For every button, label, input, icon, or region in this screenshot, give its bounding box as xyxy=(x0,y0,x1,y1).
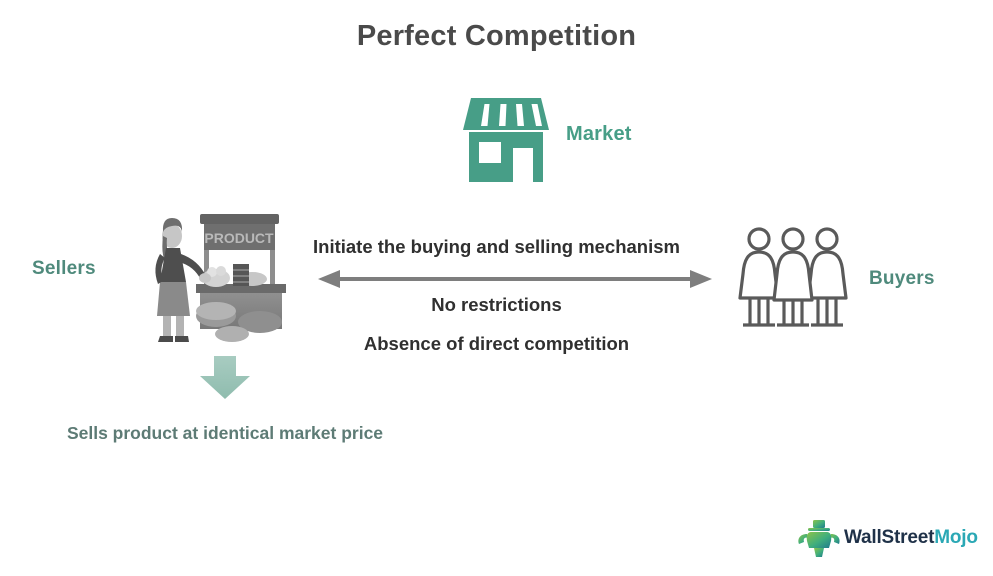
exchange-line-1: Initiate the buying and selling mechanis… xyxy=(313,236,680,257)
down-arrow-icon xyxy=(199,356,251,400)
sellers-label: Sellers xyxy=(32,258,96,279)
buyers-label: Buyers xyxy=(869,268,935,289)
page-title: Perfect Competition xyxy=(356,20,637,52)
seller-note: Sells product at identical market price xyxy=(66,423,384,443)
brand-name-part-1: WallStreet xyxy=(844,527,935,548)
market-label: Market xyxy=(566,123,632,145)
storefront-icon xyxy=(461,96,551,184)
brand-name-part-2: Mojo xyxy=(934,527,978,548)
exchange-line-3: Absence of direct competition xyxy=(363,333,630,354)
wallstreetmojo-bull-icon xyxy=(797,517,841,559)
stall-sign-text: PRODUCT xyxy=(204,230,274,246)
exchange-line-2: No restrictions xyxy=(431,294,562,315)
double-headed-arrow-icon xyxy=(318,266,712,292)
market-stall-vendor-illustration: PRODUCT xyxy=(148,198,294,346)
brand-logo[interactable]: WallStreetMojo xyxy=(797,516,987,560)
brand-wordmark: WallStreetMojo xyxy=(844,527,978,549)
three-people-icon xyxy=(737,224,849,328)
